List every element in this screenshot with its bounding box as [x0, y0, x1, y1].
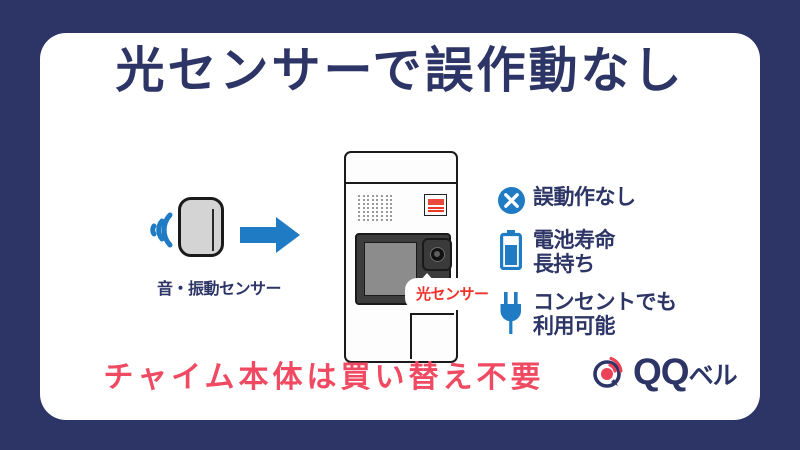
intercom-device — [344, 151, 458, 363]
intercom-bottom-panel — [410, 313, 454, 359]
feature-list: 誤動作なし 電池寿命 長持ち — [489, 185, 719, 338]
logo-qq: QQ — [633, 351, 690, 392]
power-plug-icon — [489, 290, 533, 335]
sound-vibration-sensor-group: 音・振動センサー — [128, 175, 318, 315]
intercom-display — [364, 242, 417, 296]
feature-item: 電池寿命 長持ち — [489, 228, 719, 276]
qq-bell-logo-mark — [593, 356, 623, 388]
sensor-device-body — [178, 197, 224, 257]
x-circle-icon — [489, 185, 533, 214]
sensor-device-seam — [212, 209, 214, 251]
battery-icon — [489, 228, 533, 270]
sensor-caption: 音・振動センサー — [156, 281, 282, 298]
logo-bell: ベル — [688, 362, 738, 390]
feature-label: 誤動作なし — [533, 186, 636, 209]
camera-light-sensor-module — [422, 238, 452, 271]
white-card-panel: 光センサーで誤作動なし 音・振動センサー — [40, 33, 760, 420]
page-title: 光センサーで誤作動なし — [115, 44, 685, 98]
feature-label: 電池寿命 長持ち — [533, 229, 616, 276]
light-sensor-callout: 光センサー — [407, 273, 498, 308]
feature-item: コンセントでも 利用可能 — [489, 290, 719, 338]
brand-logo: QQベル — [592, 351, 738, 392]
red-warning-label — [424, 194, 447, 216]
speaker-grille-icon — [358, 195, 394, 223]
intercom-screen-panel — [355, 233, 452, 305]
arrow-right-icon — [240, 217, 300, 253]
intercom-divider — [346, 182, 456, 184]
feature-item: 誤動作なし — [489, 185, 719, 214]
feature-label: コンセントでも 利用可能 — [533, 291, 677, 338]
logo-wordmark: QQベル — [633, 351, 738, 392]
camera-lens-icon — [430, 247, 445, 262]
sound-wave-icon — [150, 212, 173, 248]
footer-tagline: チャイム本体は買い替え不要 — [103, 361, 545, 394]
